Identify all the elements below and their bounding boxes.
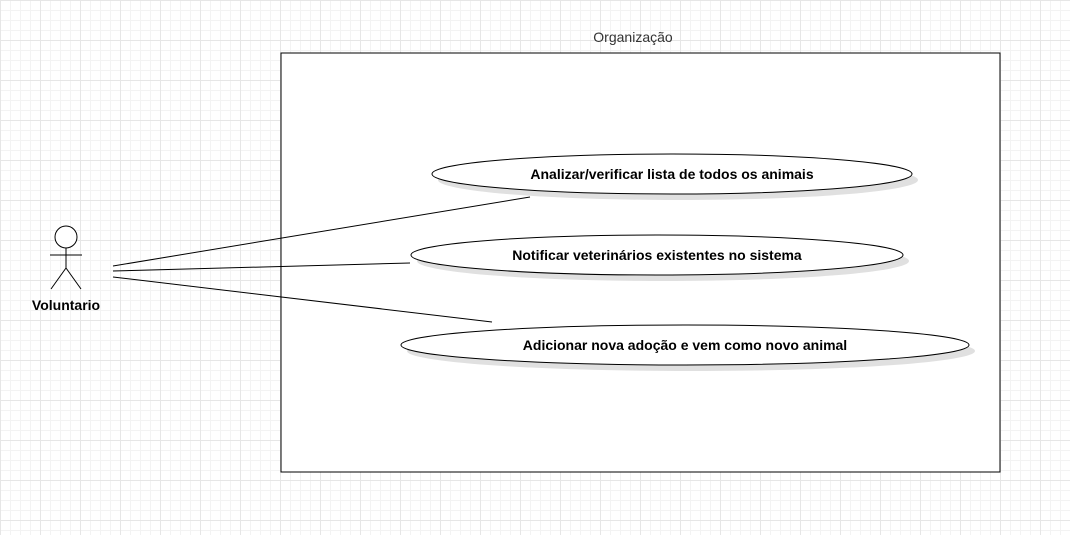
actor-stick-figure[interactable] (50, 225, 82, 290)
association-line-adicionar[interactable] (112, 276, 493, 323)
actor-head (54, 225, 78, 249)
usecase-notificar-ellipse[interactable] (410, 234, 904, 276)
usecase-analizar-label: Analizar/verificar lista de todos os ani… (530, 166, 814, 182)
association-line-analizar[interactable] (112, 196, 531, 267)
actor-label: Voluntario (31, 297, 101, 313)
system-title: Organização (593, 29, 673, 45)
usecase-analizar-ellipse[interactable] (431, 153, 913, 195)
association-line-notificar[interactable] (112, 262, 411, 272)
actor-right-leg (65, 267, 82, 290)
usecase-notificar-label: Notificar veterinários existentes no sis… (512, 247, 802, 263)
usecase-adicionar-ellipse[interactable] (400, 324, 970, 366)
actor-left-leg (50, 267, 67, 290)
usecase-adicionar-label: Adicionar nova adoção e vem como novo an… (522, 337, 848, 353)
